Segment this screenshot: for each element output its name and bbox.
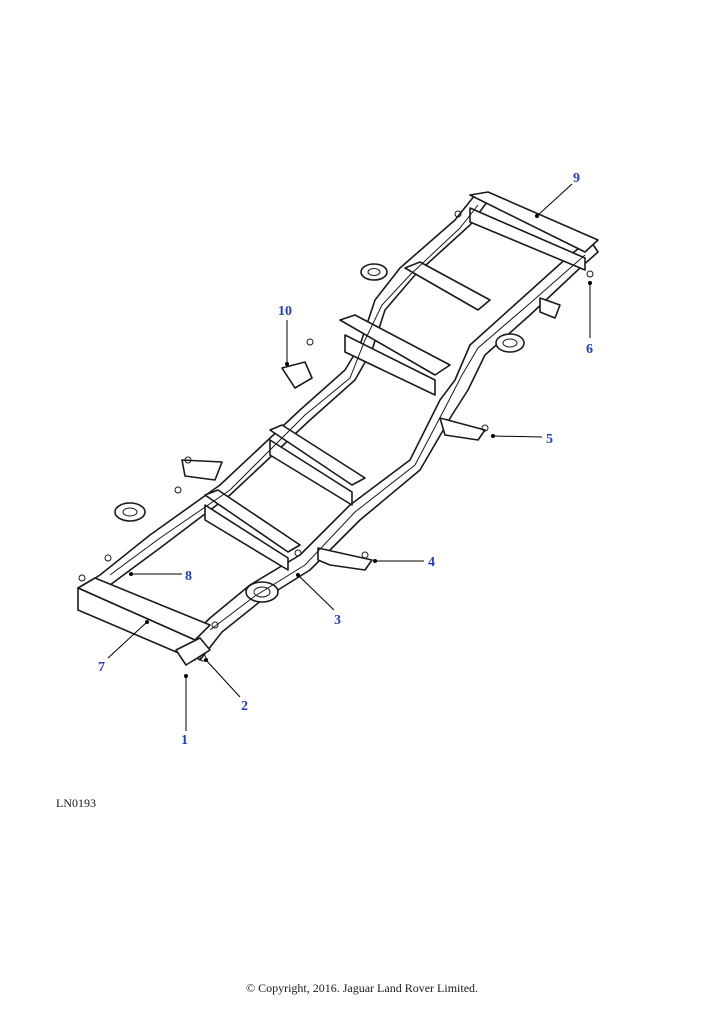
leader-9-dot	[535, 214, 539, 218]
spring-tower-rear-left	[114, 502, 146, 522]
leader-7-dot	[145, 620, 149, 624]
spring-tower-rear-left-inner	[122, 507, 138, 517]
leader-2	[205, 659, 241, 698]
leader-5-dot	[491, 434, 495, 438]
stud	[361, 551, 369, 559]
callout-7: 7	[98, 660, 105, 675]
rear-intermediate-crossmember	[204, 489, 301, 553]
gearbox-crossmember	[339, 314, 451, 376]
gearbox-crossmember-face	[344, 334, 436, 396]
leader-4-dot	[373, 559, 377, 563]
forward-cross-tube	[404, 261, 491, 311]
spring-tower-rear-right-inner	[253, 586, 271, 598]
leader-9	[536, 183, 573, 217]
stud	[454, 210, 462, 218]
outrigger-rear-right	[317, 547, 373, 571]
leader-3-dot	[296, 573, 300, 577]
stud	[104, 554, 112, 562]
callout-labels: 1 2 3 4 5 6 7 8 9 10	[98, 171, 593, 748]
leader-3	[297, 574, 335, 611]
callout-4: 4	[428, 555, 435, 570]
right-side-rail	[179, 239, 599, 661]
stud	[211, 621, 219, 629]
outrigger-front-right	[539, 297, 561, 319]
leader-1-dot	[184, 674, 188, 678]
callout-1: 1	[181, 733, 188, 748]
mid-crossmember	[269, 424, 366, 486]
spring-tower-front-right-inner	[502, 338, 518, 348]
outrigger-mid-left	[281, 361, 313, 389]
outrigger-mid-right	[439, 417, 486, 441]
stud	[306, 338, 314, 346]
front-crossmember-face	[469, 207, 586, 271]
leader-6-dot	[588, 281, 592, 285]
stud	[174, 486, 182, 494]
callout-9: 9	[573, 171, 580, 186]
leader-lines	[107, 183, 592, 731]
outrigger-rear-left	[181, 459, 223, 481]
leader-7	[107, 621, 148, 659]
callout-6: 6	[586, 342, 593, 357]
front-crossmember	[469, 191, 599, 253]
leader-10-dot	[285, 362, 289, 366]
spring-tower-front-right	[495, 333, 525, 353]
stud	[294, 549, 302, 557]
stud	[184, 456, 192, 464]
spring-tower-front-left	[360, 263, 388, 281]
callout-2: 2	[241, 699, 248, 714]
diagram-reference-code: LN0193	[56, 796, 96, 810]
leader-2-dot	[204, 658, 208, 662]
rail-detail-left	[109, 204, 479, 576]
stud	[586, 270, 594, 278]
callout-10: 10	[278, 304, 292, 319]
spring-tower-front-left-inner	[367, 268, 381, 276]
copyright-notice: © Copyright, 2016. Jaguar Land Rover Lim…	[245, 981, 479, 995]
callout-5: 5	[546, 432, 553, 447]
rear-intermediate-crossmember-face	[204, 504, 289, 571]
leader-8-dot	[129, 572, 133, 576]
leader-5	[492, 435, 543, 438]
stud	[481, 424, 489, 432]
callout-8: 8	[185, 569, 192, 584]
chassis-frame-drawing	[77, 191, 599, 666]
callout-3: 3	[334, 613, 341, 628]
rail-detail-right	[209, 254, 586, 631]
stud	[78, 574, 86, 582]
rear-bracket	[175, 637, 211, 666]
